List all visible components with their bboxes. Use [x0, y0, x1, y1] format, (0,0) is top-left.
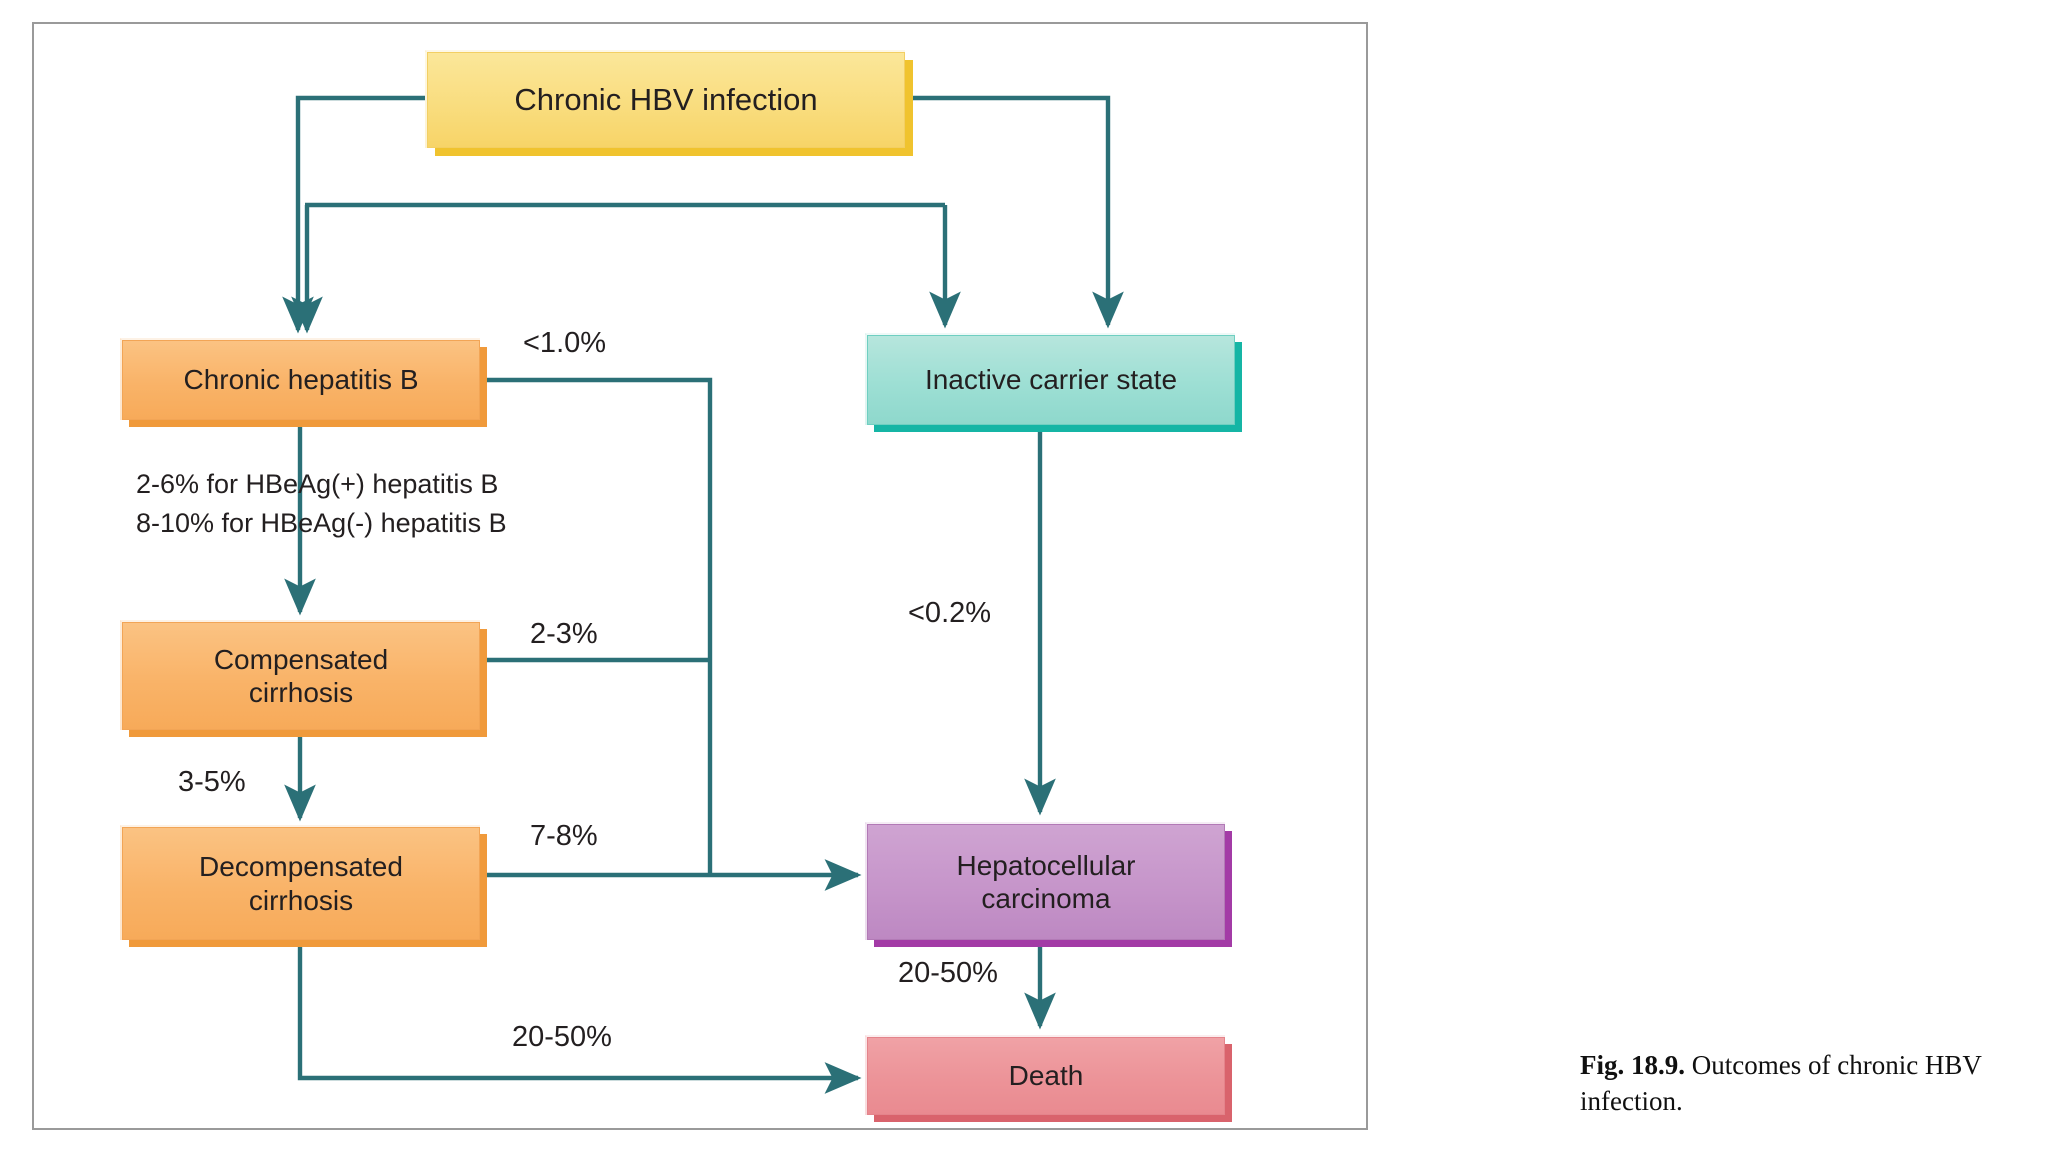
node-label-line1: Decompensated	[199, 851, 403, 883]
node-label-line2: cirrhosis	[248, 677, 354, 708]
edge-label-chb-to-compensated: 2-6% for HBeAg(+) hepatitis B 8-10% for …	[136, 465, 507, 543]
edge-label-compensated-to-hcc: 2-3%	[530, 618, 598, 650]
node-decompensated-cirrhosis[interactable]: Decompensated cirrhosis	[120, 825, 480, 940]
node-death[interactable]: Death	[865, 1035, 1225, 1115]
edge-label-decompensated-to-hcc: 7-8%	[530, 820, 598, 852]
edge-label-inactive-to-hcc: <0.2%	[908, 597, 992, 629]
edge-label-decompensated-to-death: 20-50%	[512, 1021, 612, 1053]
edge-label-line2: 8-10% for HBeAg(-) hepatitis B	[136, 508, 507, 539]
node-inactive-carrier-state[interactable]: Inactive carrier state	[865, 333, 1235, 425]
figure-caption-number: Fig. 18.9.	[1580, 1050, 1685, 1080]
node-label-line1: Compensated	[213, 643, 389, 675]
node-label: Compensated cirrhosis	[204, 643, 398, 709]
node-label-line2: carcinoma	[981, 883, 1111, 914]
figure-panel-border	[32, 22, 1368, 1130]
node-label: Death	[1008, 1060, 1084, 1092]
node-chronic-hbv-infection[interactable]: Chronic HBV infection	[425, 50, 905, 148]
node-label: Decompensated cirrhosis	[189, 850, 413, 916]
figure-caption: Fig. 18.9. Outcomes of chronic HBV infec…	[1580, 1048, 2010, 1120]
node-chronic-hepatitis-b[interactable]: Chronic hepatitis B	[120, 338, 480, 420]
node-label: Hepatocellular carcinoma	[947, 849, 1146, 915]
node-label: Inactive carrier state	[924, 364, 1178, 396]
node-compensated-cirrhosis[interactable]: Compensated cirrhosis	[120, 620, 480, 730]
edge-label-hcc-to-death: 20-50%	[898, 957, 998, 989]
figure-caption-text: Outcomes of chronic HBV infection.	[1580, 1050, 1982, 1116]
node-label: Chronic hepatitis B	[183, 364, 419, 396]
node-label: Chronic HBV infection	[514, 81, 818, 117]
node-label-line1: Hepatocellular	[956, 849, 1136, 881]
edge-label-compensated-to-decompensated: 3-5%	[178, 766, 246, 798]
node-hepatocellular-carcinoma[interactable]: Hepatocellular carcinoma	[865, 822, 1225, 940]
node-label-line2: cirrhosis	[248, 884, 354, 916]
edge-label-chb-to-hcc: <1.0%	[523, 327, 607, 359]
edge-label-line1: 2-6% for HBeAg(+) hepatitis B	[136, 469, 499, 499]
